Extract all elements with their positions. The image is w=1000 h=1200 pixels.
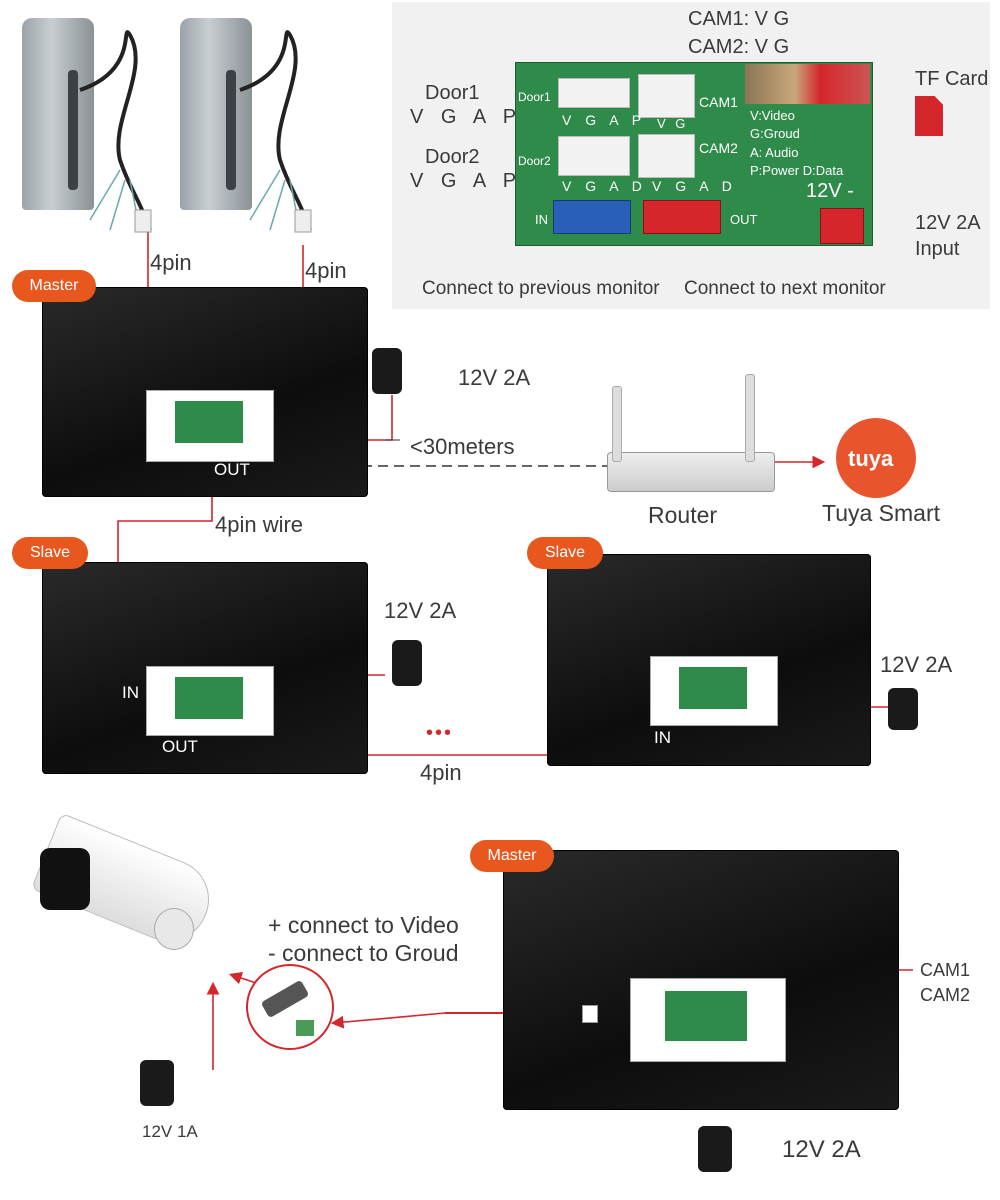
camera-lens — [40, 848, 90, 910]
door-station-2-slot — [226, 70, 236, 190]
legend-a: A: Audio — [750, 145, 799, 160]
bottom-cam2-label: CAM2 — [920, 985, 971, 1005]
out-connector — [643, 200, 721, 234]
board-door2: Door2 — [518, 154, 551, 168]
cam2-connector — [638, 134, 695, 178]
tf-card-icon — [915, 96, 943, 136]
board-in-label: IN — [535, 212, 548, 227]
tf-card-label: TF Card — [915, 68, 989, 90]
slave-left-mini-board — [146, 666, 274, 736]
bottom-cable-plug — [582, 1005, 598, 1023]
master-adapter-label: 12V 2A — [458, 365, 531, 390]
door1-connector — [558, 78, 630, 108]
connect-next-label: Connect to next monitor — [684, 278, 886, 299]
slave-right-adapter-icon — [888, 688, 918, 730]
board-door1: Door1 — [518, 90, 551, 104]
pcb-door2-label: Door2 — [425, 146, 480, 168]
tf-card-slot — [745, 64, 870, 104]
camera-bracket — [154, 908, 194, 950]
router-label: Router — [648, 502, 718, 528]
power-input-label: 12V 2A — [915, 212, 981, 234]
camera-adapter-label: 12V 1A — [142, 1122, 198, 1141]
master-out-label: OUT — [214, 460, 250, 479]
board-power-mark: 12V - — [806, 180, 854, 202]
legend-g: G:Groud — [750, 126, 800, 141]
ellipsis-dots: ••• — [426, 722, 454, 744]
tuya-logo-text: tuya — [848, 446, 894, 471]
tuya-smart-label: Tuya Smart — [822, 500, 941, 526]
slave-right-adapter-label: 12V 2A — [880, 652, 953, 677]
slave-right-mini-board — [650, 656, 778, 726]
board-row1-cam-pins: V G — [657, 116, 689, 131]
bottom-cam1-label: CAM1 — [920, 960, 971, 980]
board-row2-cam-pins: V G A D — [652, 178, 737, 194]
pcb-door1-label: Door1 — [425, 82, 480, 104]
connect-prev-label: Connect to previous monitor — [422, 278, 660, 299]
slave-left-adapter-label: 12V 2A — [384, 598, 457, 623]
bottom-master-badge: Master — [470, 840, 554, 872]
master-adapter-icon — [372, 348, 402, 394]
door2-connector — [558, 136, 630, 176]
pcb-cam1-label: CAM1: V G — [688, 8, 790, 30]
distance-label: <30meters — [410, 434, 515, 459]
tuya-logo — [836, 418, 916, 498]
board-cam1: CAM1 — [699, 94, 738, 110]
board-row2-pins: V G A D — [562, 178, 647, 194]
in-connector — [553, 200, 631, 234]
minus-note: - connect to Groud — [268, 940, 459, 966]
slave-left-out: OUT — [162, 737, 198, 756]
pin-right-label: 4pin — [305, 258, 347, 283]
slave-left-in: IN — [122, 683, 139, 702]
door-station-1-cable — [79, 30, 152, 233]
pcb-door1-pins: V G A P — [410, 106, 523, 128]
bnc-terminal — [296, 1020, 314, 1036]
bottom-adapter-icon — [698, 1126, 732, 1172]
pcb-door2-pins: V G A P — [410, 170, 523, 192]
door-station-1-slot — [68, 70, 78, 190]
pcb-cam2-label: CAM2: V G — [688, 36, 790, 58]
camera-adapter-icon — [140, 1060, 174, 1106]
legend-pd: P:Power D:Data — [750, 163, 844, 178]
bottom-mini-board — [630, 978, 786, 1062]
master-badge: Master — [12, 270, 96, 302]
door-station-2 — [180, 18, 252, 210]
router-antenna-left — [612, 386, 622, 462]
power-input-label2: Input — [915, 238, 960, 260]
plus-note: + connect to Video — [268, 912, 459, 938]
wire-label: 4pin wire — [215, 512, 304, 537]
middle-pin-label: 4pin — [420, 760, 462, 785]
cam1-connector — [638, 74, 695, 118]
slave-right-in: IN — [654, 728, 671, 747]
board-row1-pins: V G A P — [562, 112, 647, 128]
legend-v: V:Video — [750, 108, 795, 123]
board-cam2: CAM2 — [699, 140, 738, 156]
router-antenna-right — [745, 374, 755, 462]
power-connector — [820, 208, 864, 244]
door-station-1 — [22, 18, 94, 210]
slave-left-badge: Slave — [12, 537, 88, 569]
bottom-adapter-label: 12V 2A — [782, 1136, 861, 1163]
pin-left-label: 4pin — [150, 250, 192, 275]
door-station-2-cable — [239, 30, 312, 233]
bnc-connector-callout — [246, 964, 334, 1050]
slave-left-adapter-icon — [392, 640, 422, 686]
master-mini-board — [146, 390, 274, 462]
board-out-label: OUT — [730, 212, 758, 227]
slave-right-badge: Slave — [527, 537, 603, 569]
